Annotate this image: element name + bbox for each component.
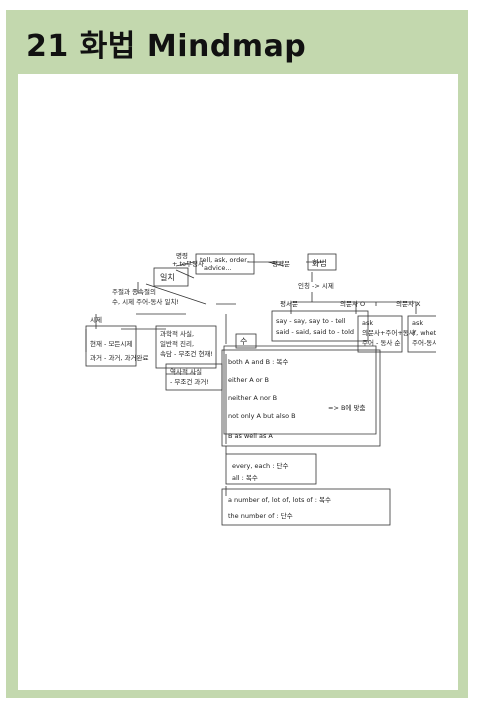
command-list-line-1: tell, ask, order, — [200, 256, 249, 264]
number-box — [235, 333, 257, 349]
tense-exception-line-1: 과학적 사실, — [160, 329, 194, 338]
tense-exception-line-2: 일반적 진리, — [160, 339, 194, 348]
command-verbs-line-1: 명령 — [176, 251, 188, 260]
number-rule-4: not only A but also B — [228, 412, 296, 420]
number-rule-2: either A or B — [228, 376, 269, 384]
tense-exception-box — [155, 325, 217, 369]
quantity-rule-1: a number of, lot of, lots of : 복수 — [228, 496, 331, 504]
agreement-box — [153, 267, 189, 287]
command-list-box — [195, 253, 255, 275]
wh-question-label: 의문사 O — [340, 299, 365, 308]
yes-no-rules-line-2: if, whether — [412, 329, 436, 337]
number-label: 수 — [240, 337, 247, 346]
page-title: 21 화법 Mindmap — [26, 29, 307, 64]
content-panel: 일치 명령 + to부정사 tell, ask, order, advice..… — [18, 74, 458, 690]
each-rules-box — [225, 453, 317, 485]
subject-verb-line-1: 주절과 종속절의 — [112, 287, 156, 296]
command-verbs-line-2: + to부정사 — [172, 259, 204, 268]
narration-label: 화법 — [312, 258, 327, 268]
pronoun-tense-label: 인칭 -> 시제 — [298, 281, 334, 290]
tense-exception-2-line-2: - 무조건 과거! — [170, 377, 209, 386]
quantity-rule-2: the number of : 단수 — [228, 511, 293, 520]
number-rule-1: both A and B : 복수 — [228, 358, 288, 366]
each-rule-2: all : 복수 — [232, 474, 258, 482]
statement-sub-label: 평서문 — [280, 299, 298, 308]
wh-rules-line-2: 의문사+주어+동사 — [362, 328, 415, 337]
number-rule-5: B as well as A — [228, 432, 273, 440]
yes-no-rules-box — [407, 315, 436, 353]
number-brace-note: => B에 맞춤 — [328, 403, 365, 412]
agreement-label: 일치 — [160, 273, 175, 282]
yes-no-rules-line-3: 주어-동사 순 — [412, 338, 436, 347]
narration-box — [307, 253, 337, 271]
mindmap-sketch: 일치 명령 + to부정사 tell, ask, order, advice..… — [85, 251, 436, 526]
tense-exception-2-line-1: 역사적 사실 — [170, 367, 202, 376]
say-tell-box — [271, 310, 369, 342]
tense-label: 시제 — [90, 316, 102, 324]
command-list-line-2: advice... — [204, 264, 232, 272]
tense-present-label: 현재 - 모든시제 — [90, 340, 132, 348]
each-rule-1: every, each : 단수 — [232, 461, 288, 470]
yes-no-question-label: 의문사 X — [396, 299, 421, 308]
wh-rules-line-3: 주어 - 동사 순 — [362, 338, 400, 347]
say-tell-line-2: said - said, said to - told — [276, 328, 354, 336]
number-rule-3: neither A nor B — [228, 394, 277, 402]
yes-no-rules-line-1: ask — [412, 319, 423, 327]
tense-present-box — [85, 325, 137, 367]
statement-label: 평서문 — [272, 259, 290, 268]
tense-past-label: 과거 - 과거, 과거완료 — [90, 353, 148, 362]
quantity-rules-box — [221, 488, 391, 526]
number-rules-box — [221, 349, 381, 447]
tense-exception-line-3: 속담 - 무조건 현재! — [160, 349, 213, 358]
say-tell-line-1: say - say, say to - tell — [276, 317, 346, 325]
subject-verb-line-2: 수, 시제 주어-동사 일치! — [112, 297, 179, 306]
wh-rules-line-1: ask — [362, 319, 373, 327]
